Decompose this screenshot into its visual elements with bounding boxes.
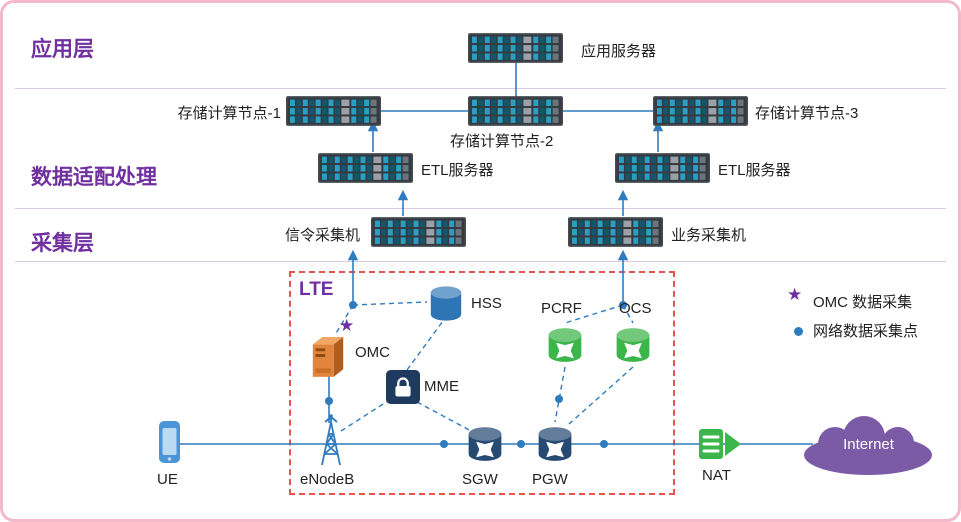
pgw-switch-icon [535, 422, 575, 468]
legend-dot-label: 网络数据采集点 [813, 323, 919, 340]
business-collector-icon [568, 217, 663, 247]
ocs-switch-icon [613, 323, 653, 369]
business-collector-label: 业务采集机 [671, 227, 747, 244]
app-server-icon [468, 33, 563, 63]
storage-node-3-icon [653, 96, 748, 126]
storage-node-1-label: 存储计算节点-1 [177, 105, 281, 122]
layer-label-adaptation: 数据适配处理 [31, 166, 157, 189]
omc-label: OMC [355, 344, 390, 361]
nat-icon [699, 426, 741, 462]
pgw-label: PGW [532, 471, 568, 488]
nat-label: NAT [702, 467, 731, 484]
storage-node-3-label: 存储计算节点-3 [755, 105, 859, 122]
connection-lines [180, 63, 813, 448]
enodeb-antenna-icon [311, 413, 351, 467]
storage-node-2-label: 存储计算节点-2 [450, 133, 554, 150]
ocs-label: OCS [619, 300, 652, 317]
signal-collector-icon [371, 217, 466, 247]
etl-server-2-label: ETL服务器 [718, 162, 791, 179]
mme-label: MME [424, 378, 459, 395]
lte-title: LTE [299, 279, 334, 300]
enodeb-label: eNodeB [300, 471, 355, 488]
layer-separator-1 [15, 88, 946, 89]
app-server-label: 应用服务器 [581, 43, 657, 60]
storage-node-1-icon [286, 96, 381, 126]
mme-icon [386, 370, 420, 404]
layer-separator-2 [15, 208, 946, 209]
layer-label-application: 应用层 [31, 38, 94, 61]
internet-label: Internet [843, 436, 894, 453]
ue-label: UE [157, 471, 178, 488]
legend-star-icon: ★ [787, 285, 803, 304]
legend-star-label: OMC 数据采集 [813, 294, 913, 311]
omc-tower-server-icon [309, 333, 347, 377]
dashed-links [334, 301, 634, 432]
layer-label-collection: 采集层 [31, 232, 94, 255]
etl-server-1-icon [318, 153, 413, 183]
collection-point-dots [325, 301, 627, 448]
storage-node-2-icon [468, 96, 563, 126]
hss-database-icon [427, 285, 465, 323]
omc-star-icon: ★ [339, 316, 355, 335]
sgw-switch-icon [465, 422, 505, 468]
ue-phone-icon [158, 420, 181, 464]
lte-boundary-box [289, 271, 675, 495]
pcrf-switch-icon [545, 323, 585, 369]
hss-label: HSS [471, 295, 502, 312]
layer-separator-3 [15, 261, 946, 262]
sgw-label: SGW [462, 471, 498, 488]
etl-server-2-icon [615, 153, 710, 183]
signal-collector-label: 信令采集机 [285, 227, 361, 244]
pcrf-label: PCRF [541, 300, 582, 317]
legend-dot-icon [794, 327, 803, 336]
etl-server-1-label: ETL服务器 [421, 162, 494, 179]
